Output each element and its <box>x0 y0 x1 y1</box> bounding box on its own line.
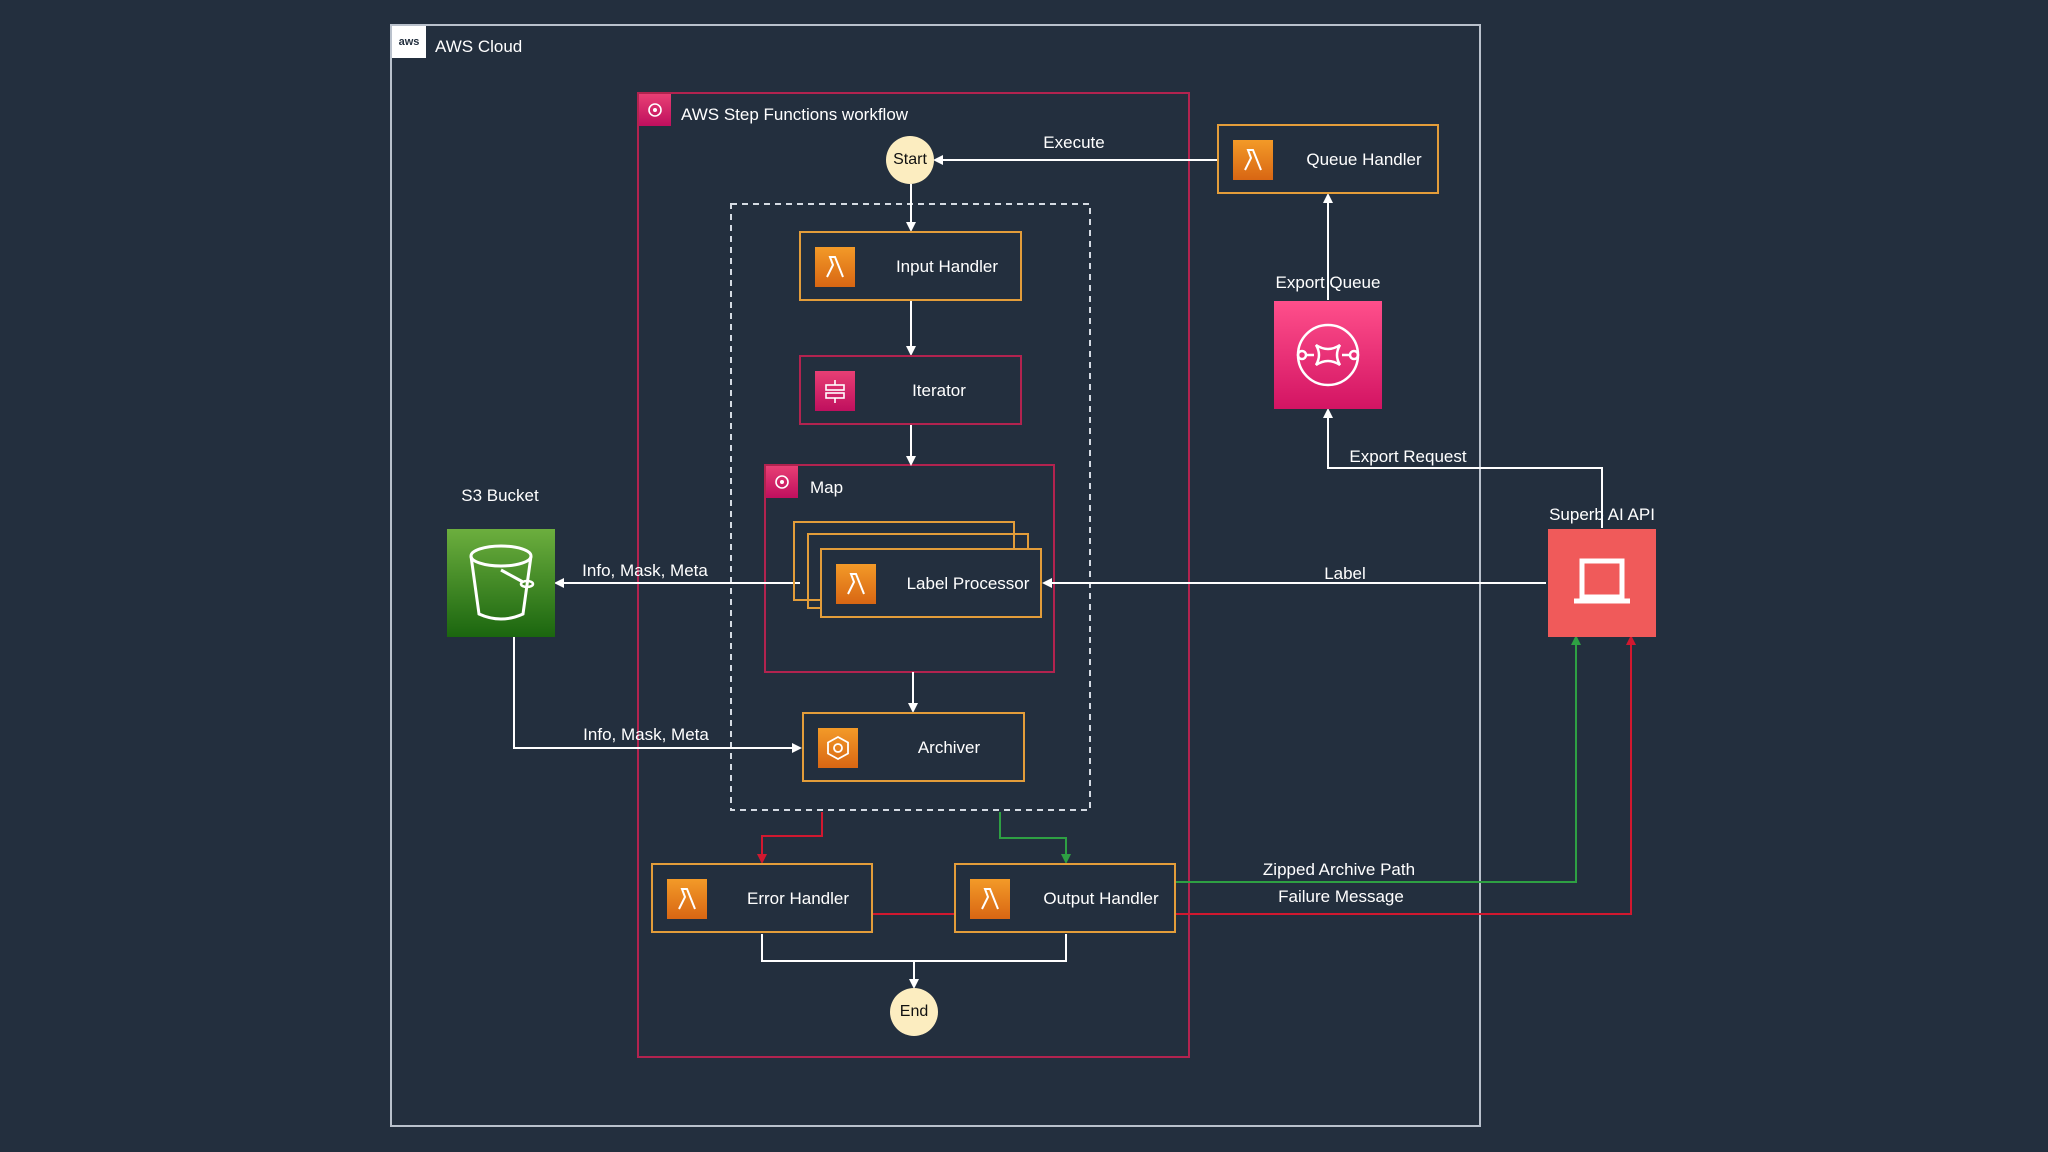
error-handler-box: Error Handler <box>651 863 873 933</box>
superb-api-title: Superb AI API <box>1549 505 1655 524</box>
aws-cloud-title: AWS Cloud <box>435 37 523 56</box>
sqs-queue-icon <box>1274 301 1382 409</box>
start-node: Start <box>886 136 934 184</box>
label-processor-box: Label Processor <box>820 548 1042 618</box>
label-execute: Execute <box>1043 133 1105 152</box>
end-node: End <box>890 988 938 1036</box>
hexagon-icon <box>818 728 858 768</box>
aws-logo-icon: aws <box>392 26 426 58</box>
step-functions-icon <box>639 94 671 126</box>
edge-info-in <box>513 637 802 753</box>
lambda-icon <box>836 564 876 604</box>
s3-bucket-icon <box>447 529 555 637</box>
edge-failure-message-2 <box>1176 635 1636 915</box>
lambda-icon <box>1233 140 1273 180</box>
lambda-icon <box>815 247 855 287</box>
map-title: Map <box>810 478 844 497</box>
archiver-label: Archiver <box>917 738 981 757</box>
label-label-edge: Label <box>1324 564 1366 583</box>
workflow-boundary <box>637 92 1190 1058</box>
input-handler-label: Input Handler <box>895 257 999 276</box>
map-step-icon <box>766 466 798 498</box>
iterator-box: Iterator <box>799 355 1022 425</box>
archiver-box: Archiver <box>802 712 1025 782</box>
edge-handlers-end <box>761 934 1067 962</box>
lambda-icon <box>667 879 707 919</box>
label-failure-message: Failure Message <box>1278 887 1404 906</box>
edge-zipped-path <box>1176 635 1581 883</box>
label-info-out: Info, Mask, Meta <box>582 561 708 580</box>
queue-handler-label: Queue Handler <box>1306 150 1422 169</box>
aws-logo-text: aws <box>398 36 420 48</box>
label-info-in: Info, Mask, Meta <box>583 725 709 744</box>
s3-bucket-title: S3 Bucket <box>461 486 539 505</box>
label-zipped-path: Zipped Archive Path <box>1262 860 1416 879</box>
output-handler-box: Output Handler <box>954 863 1176 933</box>
lambda-icon <box>970 879 1010 919</box>
label-processor-label: Label Processor <box>906 574 1030 593</box>
aws-cloud-boundary <box>390 24 1481 1127</box>
iterator-label: Iterator <box>912 381 966 400</box>
error-handler-label: Error Handler <box>746 889 850 908</box>
queue-handler-box: Queue Handler <box>1217 124 1439 194</box>
output-handler-label: Output Handler <box>1043 889 1159 908</box>
edge-to-output <box>999 812 1071 864</box>
api-endpoint-icon <box>1548 529 1656 637</box>
export-queue-title: Export Queue <box>1275 273 1381 292</box>
step-functions-icon <box>815 371 855 411</box>
label-export-request: Export Request <box>1349 447 1467 466</box>
edge-export-request <box>1323 408 1603 528</box>
edge-to-error <box>757 812 823 864</box>
workflow-title: AWS Step Functions workflow <box>681 105 909 124</box>
input-handler-box: Input Handler <box>799 231 1022 301</box>
